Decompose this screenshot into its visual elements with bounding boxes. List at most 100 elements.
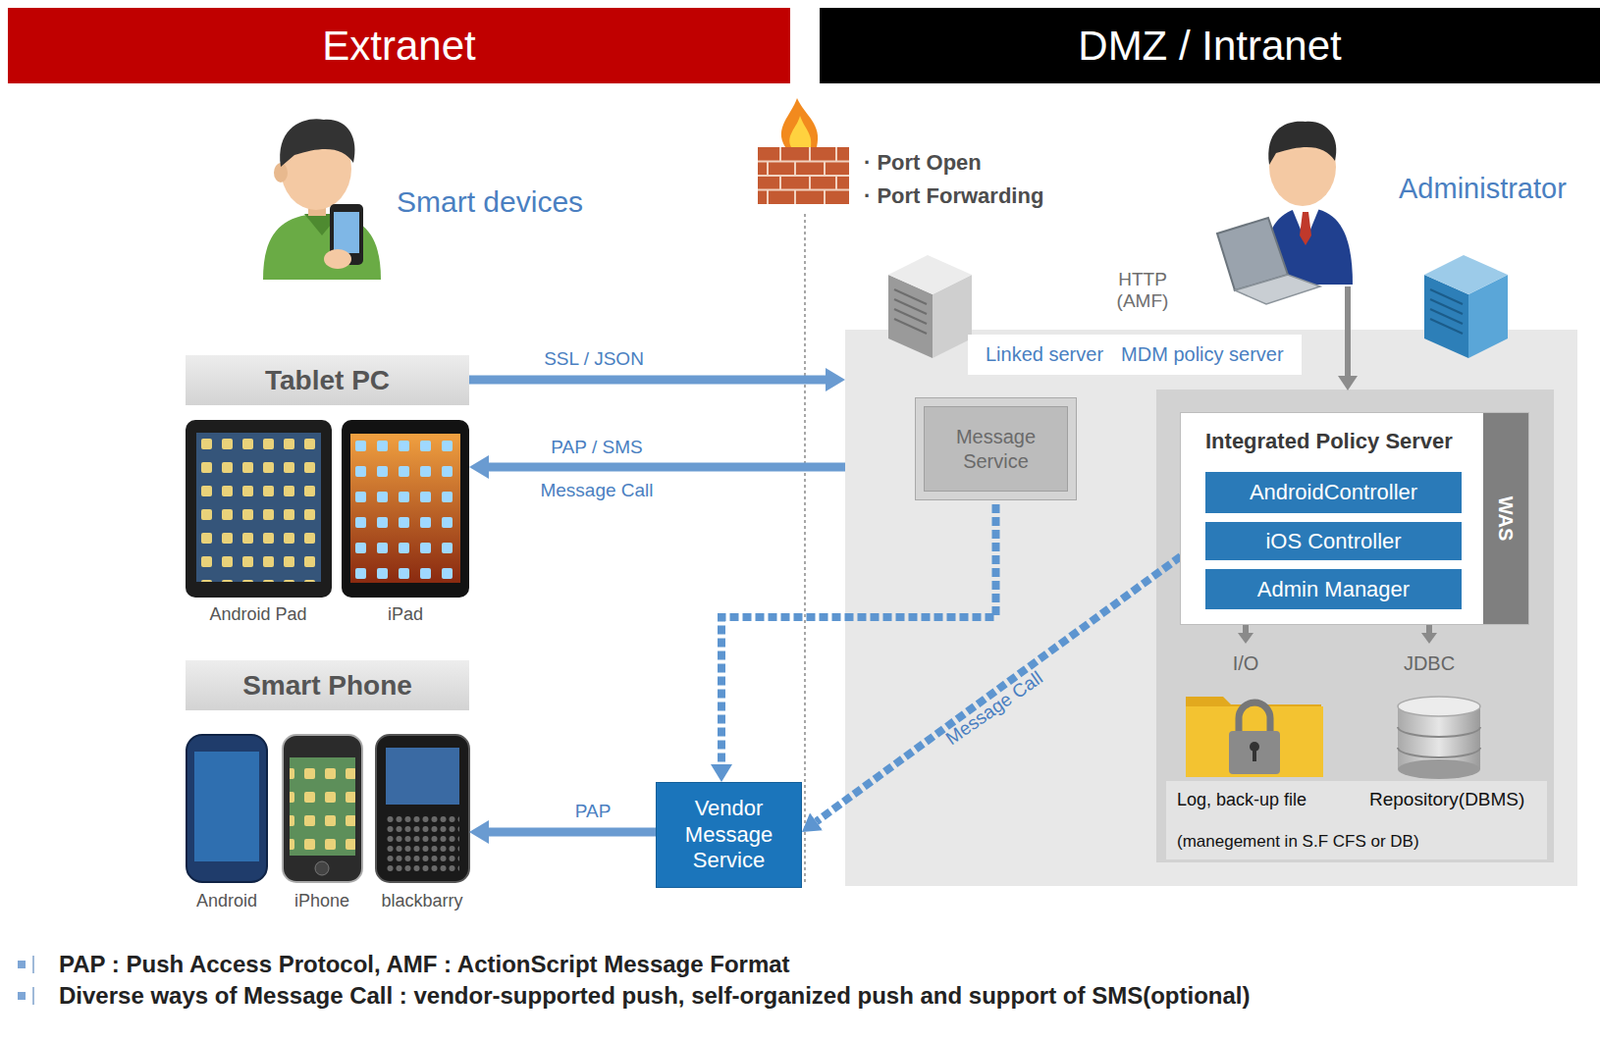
io-arrow xyxy=(1242,625,1249,635)
firewall-icon xyxy=(794,190,797,206)
database-icon xyxy=(1397,696,1481,717)
label-anchor: Smart devices xyxy=(396,185,584,219)
io-arrow xyxy=(1426,625,1433,635)
phone-illustration xyxy=(315,861,329,876)
label-anchor: Administrator xyxy=(1398,172,1567,206)
io-arrow xyxy=(1237,633,1254,644)
label-text: iPhone xyxy=(294,891,350,912)
zone-header: Extranet xyxy=(7,7,791,84)
note-bullet xyxy=(17,956,34,1006)
firewall-icon xyxy=(766,190,769,206)
node-text: WAS xyxy=(1494,496,1518,542)
firewall-icon xyxy=(779,147,782,162)
user-icon xyxy=(323,249,352,269)
text-group: AndroidController xyxy=(1249,480,1418,506)
connector xyxy=(816,556,1181,822)
label-anchor: (manegement in S.F CFS or DB) xyxy=(1176,832,1420,853)
label-anchor: HTTP (AMF) xyxy=(1117,268,1170,313)
administrator-icon xyxy=(1268,121,1336,165)
phone-illustration xyxy=(282,735,363,883)
label-text: JDBC xyxy=(1403,652,1455,676)
text-group: Tablet PC xyxy=(185,355,470,406)
text-group: Extranet xyxy=(321,22,476,70)
server-icon xyxy=(1424,255,1508,359)
phone-illustration xyxy=(289,757,356,856)
firewall-icon xyxy=(808,175,811,191)
device-group: Smart Phone xyxy=(185,660,470,883)
tablet-illustration xyxy=(185,420,470,598)
label-text: I/O xyxy=(1232,652,1260,676)
node-text: Extranet xyxy=(321,22,476,70)
administrator-icon xyxy=(1217,121,1353,305)
label-anchor: JDBC xyxy=(1403,652,1455,676)
server-icon xyxy=(1430,319,1463,334)
node-text: AndroidController xyxy=(1249,480,1418,506)
server-icon xyxy=(894,289,927,334)
label-text: iPad xyxy=(387,604,424,626)
firewall-icon xyxy=(808,147,811,162)
server-icon xyxy=(894,319,927,334)
firewall-icon xyxy=(835,147,838,162)
label-text: Smart devices xyxy=(396,185,584,219)
edge-label: PAP / SMS xyxy=(550,436,642,459)
node-text: MDM policy server xyxy=(1120,343,1284,367)
edge-label: Message Call xyxy=(942,667,1048,750)
firewall-icon xyxy=(757,147,850,205)
connector xyxy=(488,828,656,838)
device-group: Tablet PC xyxy=(185,355,470,598)
message-service-box: Message Service xyxy=(923,406,1068,492)
text-group: Vendor Message Service xyxy=(656,796,801,874)
text-group: Admin Manager xyxy=(1257,577,1410,603)
database-icon xyxy=(1397,727,1481,738)
label-anchor: Message Call xyxy=(539,480,653,502)
firewall-icon xyxy=(757,147,850,205)
node-text: Admin Manager xyxy=(1257,577,1410,603)
node-text: Integrated Policy Server xyxy=(1205,428,1453,455)
label-anchor: Log, back-up file xyxy=(1176,790,1307,811)
label-text: · Port Open xyxy=(863,150,982,176)
label-text: Administrator xyxy=(1398,172,1567,206)
node-text: iOS Controller xyxy=(1265,529,1401,555)
text-group: Message Service xyxy=(924,425,1067,475)
node-text: Tablet PC xyxy=(185,355,470,406)
administrator-icon xyxy=(1299,212,1312,246)
text-group: WAS xyxy=(1483,507,1529,531)
label-text: Log, back-up file xyxy=(1176,790,1307,811)
admin-arrow xyxy=(1344,286,1351,377)
firewall-icon xyxy=(789,115,811,148)
label-text: Message Call xyxy=(539,480,653,502)
node-text: Message Service xyxy=(924,425,1067,475)
label-anchor: Repository(DBMS) xyxy=(1369,789,1525,811)
label-text: Repository(DBMS) xyxy=(1369,789,1525,811)
user-icon xyxy=(263,118,381,280)
label-text: Android xyxy=(196,891,258,912)
firewall-icon xyxy=(766,161,769,177)
label-anchor: · Port Open xyxy=(863,150,982,176)
firewall-icon xyxy=(823,190,826,206)
user-icon xyxy=(279,118,355,167)
io-arrow xyxy=(1237,625,1438,644)
label-anchor: Diverse ways of Message Call : vendor-su… xyxy=(58,982,1250,1011)
label-text: PAP : Push Access Protocol, AMF : Action… xyxy=(58,951,791,979)
database-icon xyxy=(1397,747,1481,758)
locked-folder-icon xyxy=(1185,696,1324,778)
label-text: Android Pad xyxy=(209,604,307,626)
phone-illustration xyxy=(385,747,460,805)
dmz-panel-fill xyxy=(845,329,1578,887)
phone-illustration xyxy=(385,814,460,874)
note-bullet xyxy=(17,992,26,1001)
firewall-icon xyxy=(757,98,850,205)
was-bar: WAS xyxy=(1483,413,1529,625)
tablet-illustration xyxy=(341,420,470,598)
label-anchor: iPhone xyxy=(294,891,350,912)
locked-folder-icon xyxy=(1185,706,1324,778)
admin-arrow xyxy=(1337,375,1358,391)
phone-illustration xyxy=(186,735,267,883)
text-group: Smart Phone xyxy=(185,660,470,711)
phone-illustration xyxy=(186,735,470,883)
administrator-icon xyxy=(1234,274,1321,305)
tablet-illustration xyxy=(196,432,321,583)
firewall-icon xyxy=(823,161,826,177)
